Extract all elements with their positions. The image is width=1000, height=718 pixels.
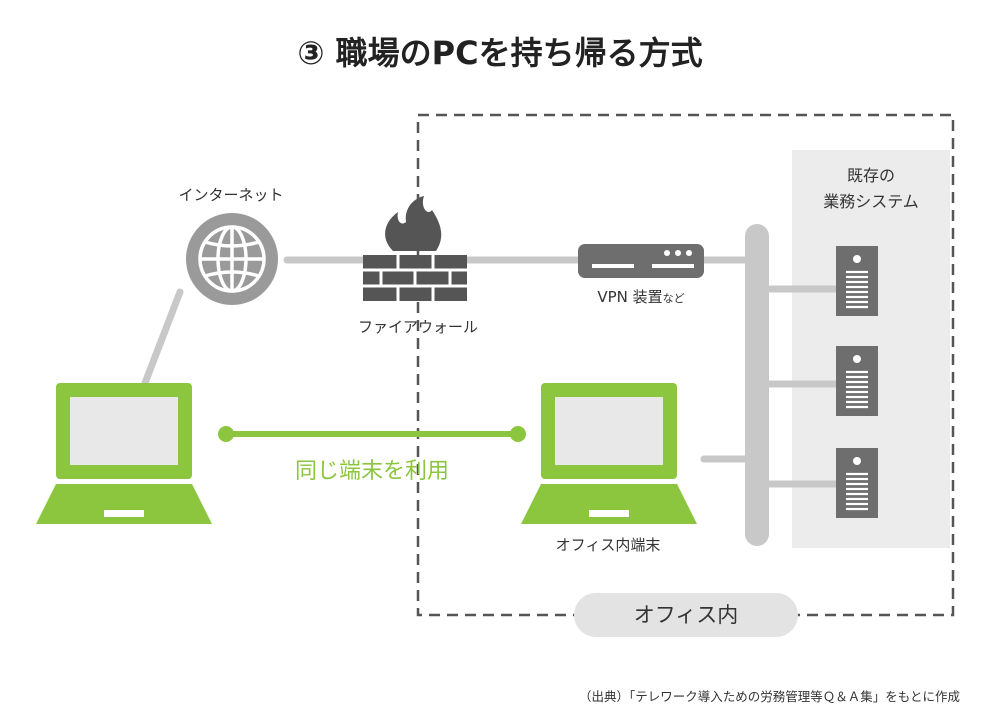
- systems-heading-line-1: 既存の: [846, 166, 895, 185]
- firewall-icon: [363, 196, 467, 301]
- vpn-device-icon: [578, 244, 704, 278]
- server-icon: [836, 346, 878, 416]
- same-device-link: [218, 426, 526, 442]
- office-pc-label: オフィス内端末: [555, 536, 661, 554]
- internet-label: インターネット: [178, 186, 284, 204]
- vpn-label-suffix: など: [662, 292, 685, 305]
- same-device-label: 同じ端末を利用: [294, 459, 450, 484]
- vpn-label-main: VPN 装置: [597, 288, 663, 306]
- globe-icon: [186, 213, 278, 305]
- page-title: ③ 職場のPCを持ち帰る方式: [297, 34, 703, 72]
- server-icon: [836, 448, 878, 518]
- firewall-label: ファイアウォール: [357, 318, 479, 336]
- source-note: （出典）「テレワーク導入ための労務管理等Ｑ＆Ａ集」をもとに作成: [578, 689, 960, 704]
- systems-heading-line-2: 業務システム: [823, 192, 919, 211]
- server-icon: [836, 246, 878, 316]
- office-area-label: オフィス内: [574, 593, 798, 637]
- vpn-label: VPN 装置など: [597, 286, 684, 307]
- network-backbone: [745, 224, 769, 546]
- connection-lines: [141, 256, 840, 488]
- systems-heading: 既存の 業務システム: [792, 163, 950, 215]
- office-laptop-icon: [521, 383, 697, 524]
- home-laptop-icon: [36, 383, 212, 524]
